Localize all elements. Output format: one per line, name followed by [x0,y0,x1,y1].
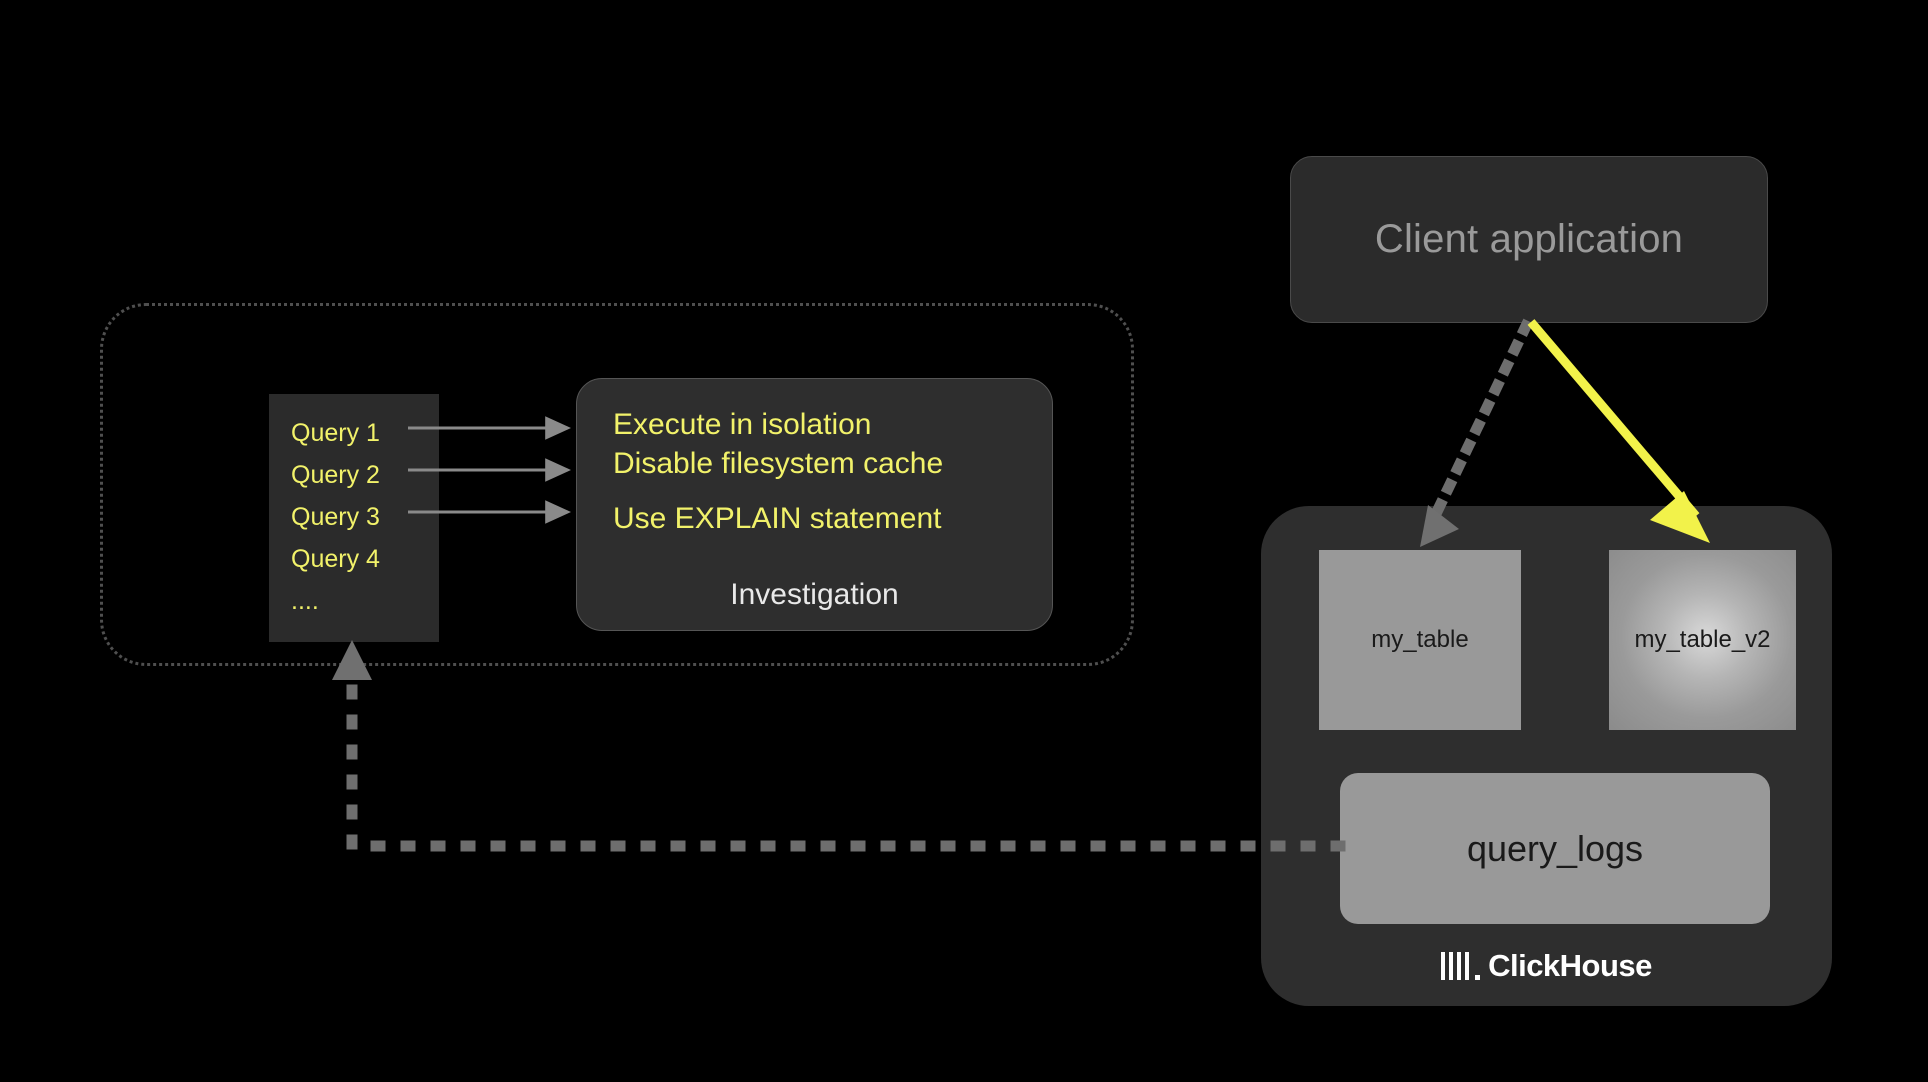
client-application-label: Client application [1374,217,1684,261]
investigation-tip: Use EXPLAIN statement [613,502,942,535]
table-label: my_table [1371,626,1469,653]
table-box-query-logs[interactable]: query_logs [1340,773,1770,924]
list-item: .... [291,587,319,615]
query-list-box[interactable]: Query 1 Query 2 Query 3 Query 4 .... [269,394,439,642]
connector-client-to-my-table-v2 [1527,319,1700,519]
connector-client-to-my-table [1426,318,1534,526]
table-box-my-table[interactable]: my_table [1319,550,1521,730]
clickhouse-panel: my_table my_table_v2 query_logs ClickHou… [1261,506,1832,1006]
list-item: Query 2 [291,461,380,489]
clickhouse-bars-icon [1441,952,1481,980]
list-item: Query 3 [291,503,380,531]
investigation-tip: Disable filesystem cache [613,447,944,480]
table-box-my-table-v2[interactable]: my_table_v2 [1609,550,1796,730]
table-label: query_logs [1466,827,1644,869]
clickhouse-logo: ClickHouse [1261,948,1832,984]
investigation-dotted-container [100,303,1134,666]
investigation-tip: Execute in isolation [613,408,872,441]
investigation-panel-title: Investigation [730,578,899,611]
list-item: Query 1 [291,419,380,447]
investigation-panel[interactable]: Execute in isolation Disable filesystem … [576,378,1053,631]
clickhouse-wordmark: ClickHouse [1488,948,1652,983]
client-application-box[interactable]: Client application [1290,156,1768,323]
list-item: Query 4 [291,545,380,573]
table-label: my_table_v2 [1634,626,1771,653]
connector-query-logs-to-query-list [346,672,1346,852]
